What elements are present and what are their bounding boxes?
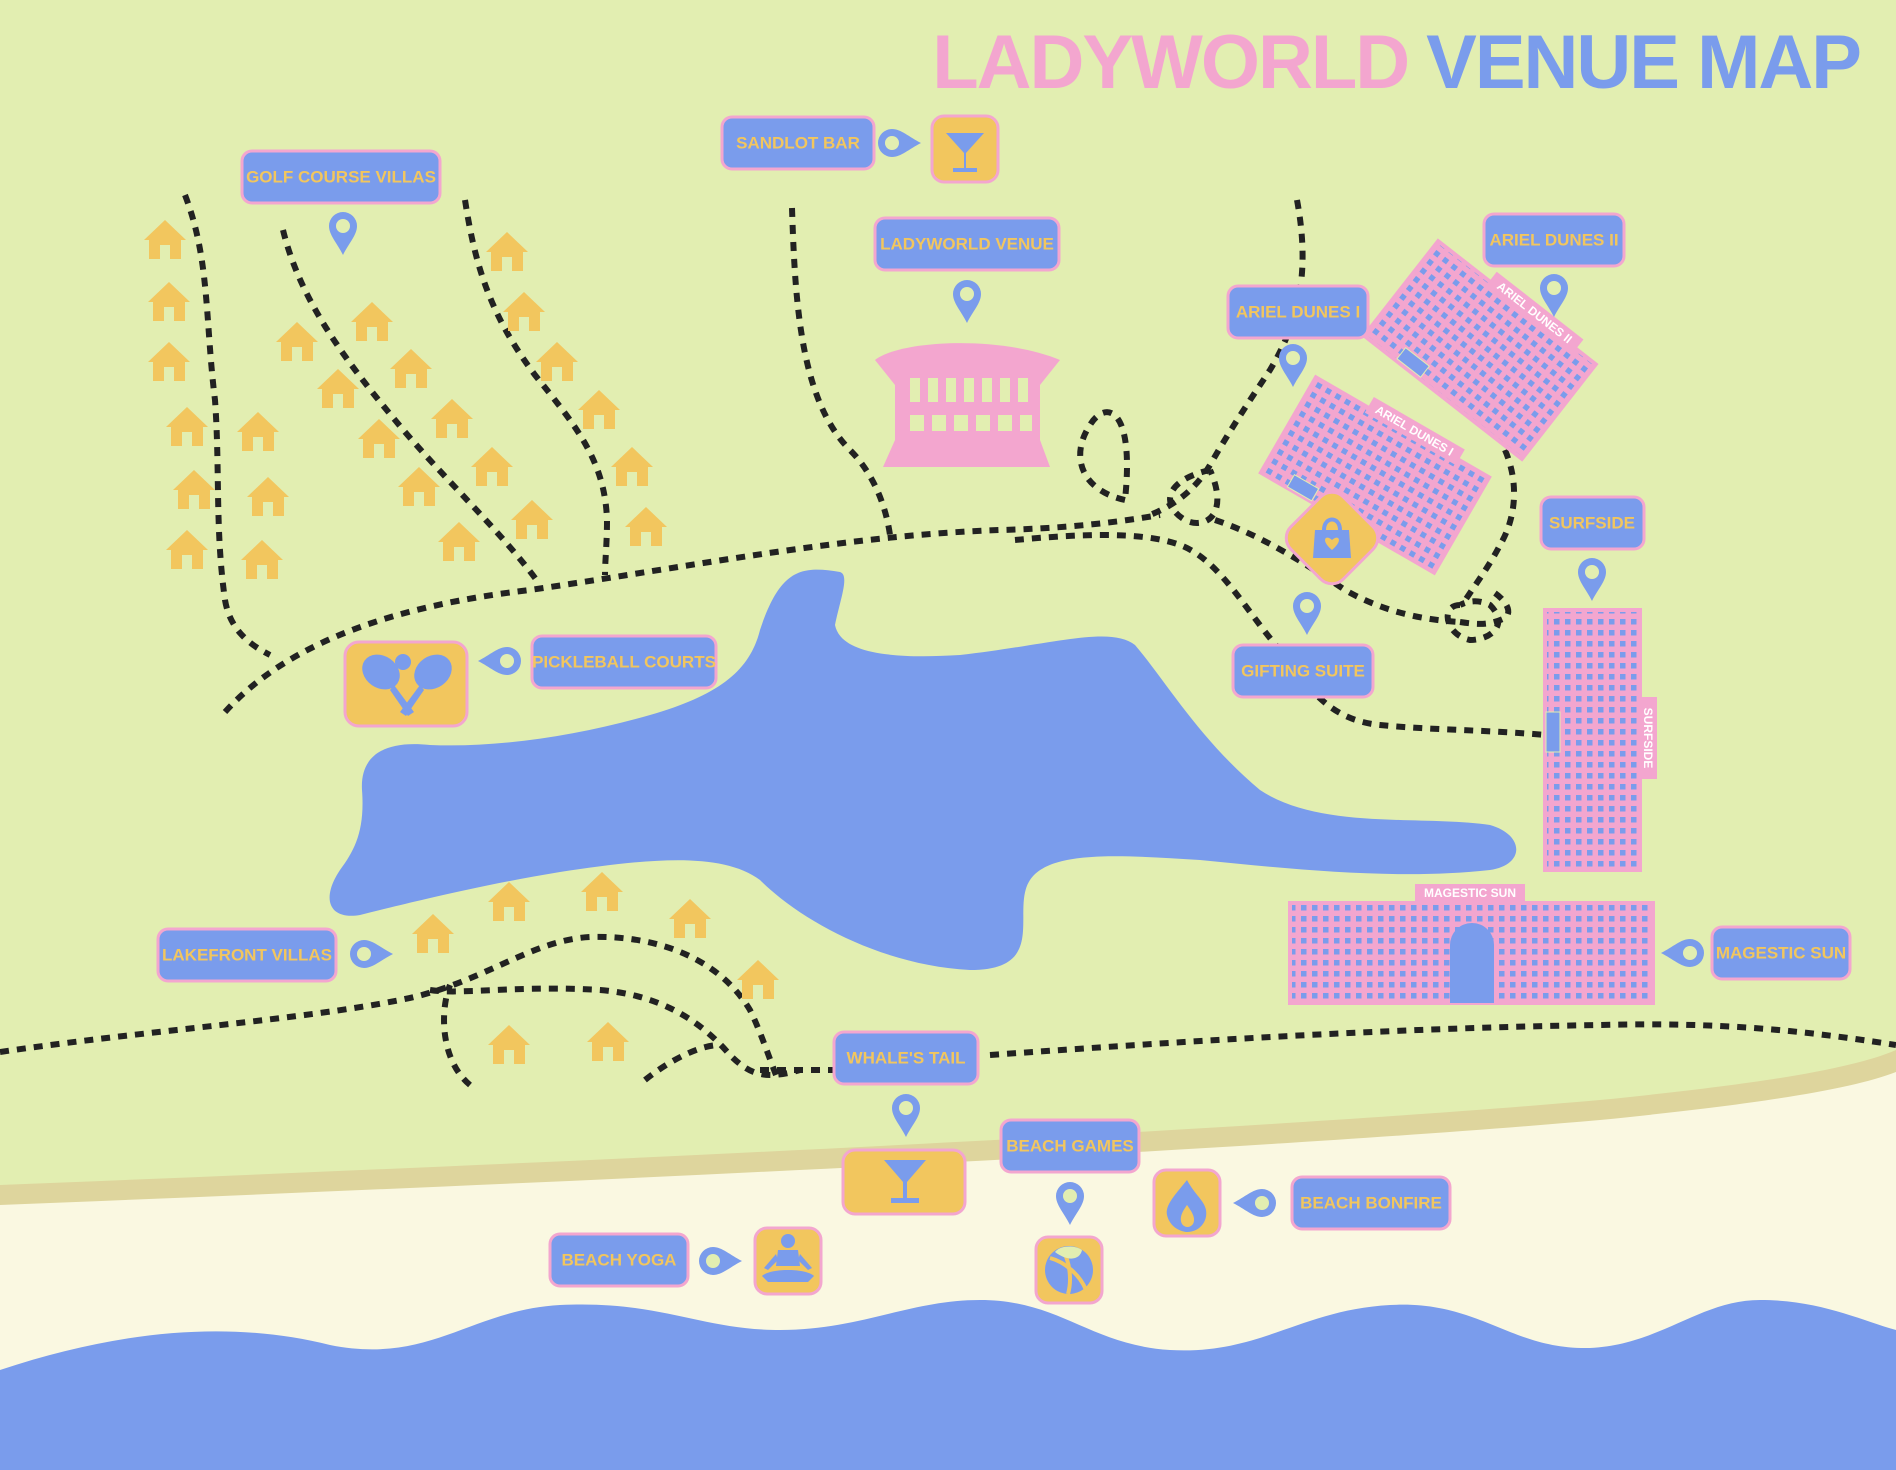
svg-text:GIFTING SUITE: GIFTING SUITE: [1241, 662, 1365, 681]
svg-text:BEACH GAMES: BEACH GAMES: [1006, 1137, 1134, 1156]
whales-tail-icon-tile[interactable]: [841, 1148, 967, 1216]
title-venue-map: VENUE MAP: [1426, 20, 1860, 105]
label-magestic-sun[interactable]: MAGESTIC SUN: [1710, 925, 1852, 981]
svg-text:ARIEL DUNES II: ARIEL DUNES II: [1489, 231, 1618, 250]
svg-text:MAGESTIC SUN: MAGESTIC SUN: [1716, 944, 1846, 963]
svg-text:BEACH YOGA: BEACH YOGA: [562, 1251, 677, 1270]
cocktail-icon: [884, 1160, 926, 1203]
svg-text:PICKLEBALL COURTS: PICKLEBALL COURTS: [532, 653, 716, 672]
beach-bonfire-icon-tile[interactable]: [1152, 1168, 1222, 1238]
ocean: [0, 1300, 1896, 1470]
beach-ball-icon: [1045, 1246, 1093, 1295]
label-beach-yoga[interactable]: BEACH YOGA: [548, 1232, 690, 1288]
magestic-sun-sign: MAGESTIC SUN: [1424, 886, 1516, 900]
cocktail-icon: [946, 133, 984, 172]
surfside-building: SURFSIDE: [1543, 608, 1657, 872]
gift-bag-icon: [1313, 517, 1351, 558]
label-lakefront-villas[interactable]: LAKEFRONT VILLAS: [156, 927, 338, 983]
pickleball-icon: [362, 654, 452, 716]
label-ariel-dunes-i[interactable]: ARIEL DUNES I: [1226, 284, 1370, 340]
pickleball-courts-icon-tile[interactable]: [343, 640, 469, 728]
fire-icon: [1166, 1180, 1207, 1232]
label-gifting-suite[interactable]: GIFTING SUITE: [1231, 643, 1375, 699]
label-whales-tail[interactable]: WHALE'S TAIL: [832, 1030, 980, 1086]
label-ladyworld-venue[interactable]: LADYWORLD VENUE: [873, 216, 1061, 272]
label-surfside[interactable]: SURFSIDE: [1539, 495, 1646, 551]
svg-text:GOLF COURSE VILLAS: GOLF COURSE VILLAS: [246, 168, 436, 187]
label-beach-bonfire[interactable]: BEACH BONFIRE: [1290, 1175, 1452, 1231]
lake: [329, 569, 1517, 970]
svg-text:BEACH BONFIRE: BEACH BONFIRE: [1300, 1194, 1442, 1213]
svg-text:WHALE'S TAIL: WHALE'S TAIL: [847, 1049, 966, 1068]
label-pickleball-courts[interactable]: PICKLEBALL COURTS: [530, 634, 718, 690]
svg-text:SANDLOT BAR: SANDLOT BAR: [736, 134, 860, 153]
label-beach-games[interactable]: BEACH GAMES: [999, 1118, 1141, 1174]
label-sandlot-bar[interactable]: SANDLOT BAR: [720, 115, 876, 171]
svg-text:ARIEL DUNES I: ARIEL DUNES I: [1236, 303, 1360, 322]
svg-text:LAKEFRONT VILLAS: LAKEFRONT VILLAS: [162, 946, 332, 965]
label-ariel-dunes-ii[interactable]: ARIEL DUNES II: [1482, 212, 1626, 268]
beach-games-icon-tile[interactable]: [1034, 1235, 1104, 1305]
svg-text:LADYWORLD VENUE: LADYWORLD VENUE: [880, 235, 1054, 254]
yoga-icon: [762, 1234, 814, 1282]
title-ladyworld: LADYWORLD: [932, 20, 1408, 105]
svg-text:SURFSIDE: SURFSIDE: [1549, 514, 1635, 533]
gifting-suite-icon-tile[interactable]: [1280, 486, 1385, 591]
surfside-sign: SURFSIDE: [1641, 708, 1655, 769]
ladyworld-venue-building: [875, 343, 1060, 467]
beach-yoga-icon-tile[interactable]: [753, 1226, 823, 1296]
sandlot-bar-icon-tile[interactable]: [930, 114, 1000, 184]
label-golf-course-villas[interactable]: GOLF COURSE VILLAS: [240, 149, 442, 205]
walking-paths: [0, 193, 1896, 1088]
magestic-sun-building: MAGESTIC SUN: [1288, 884, 1655, 1005]
ariel-dunes-i-building: ARIEL DUNES I: [1258, 374, 1492, 576]
